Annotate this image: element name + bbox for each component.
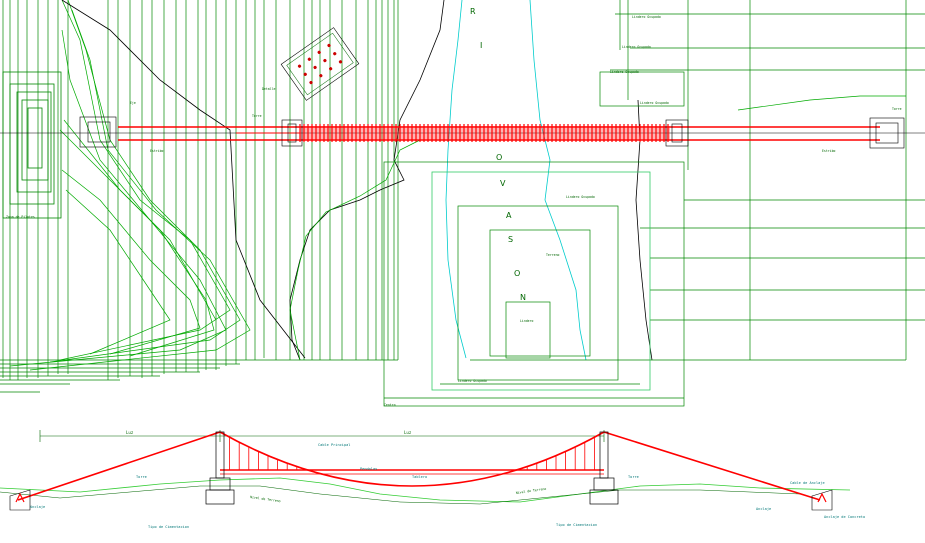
boundary-label: Lindero <box>520 319 534 323</box>
right-curve-line <box>737 95 906 111</box>
left-span-label: Luz <box>126 430 134 435</box>
left-pier-label: Torre <box>136 475 147 479</box>
far-right-note: Anclaje de Concreto <box>824 515 865 519</box>
left-boundary-lines <box>2 0 399 380</box>
left-zone-label: Zona de Pilotes <box>6 215 35 219</box>
lot-label: Lindero Ocupado <box>566 195 595 199</box>
river-letter: O <box>496 153 503 162</box>
right-tower-label: Torre <box>892 107 902 111</box>
right-abutment-label: Estribo <box>822 149 836 153</box>
river-letter: R <box>470 7 477 16</box>
foundation-right: Tipo de Cimentacion <box>556 523 597 527</box>
terrain-text-right: Nivel de Terreno <box>516 487 547 495</box>
plan-labels: Lindero Ocupado Lindero Ocupado Lindero … <box>6 15 902 407</box>
left-backstay-cable <box>17 431 221 501</box>
light-green-lot <box>431 171 651 391</box>
axis-label: Eje <box>130 101 136 105</box>
river-centerline <box>445 0 587 361</box>
river-letter: A <box>506 211 512 220</box>
ground-line-dark <box>0 485 801 505</box>
left-tower <box>205 431 235 505</box>
main-cable <box>219 431 605 487</box>
left-tower-label: Torre <box>252 114 262 118</box>
left-anchor <box>9 489 31 511</box>
detail-label: Detalle <box>262 87 276 91</box>
elevation-labels: Cable Principal Tablero Pendolas Anclaje… <box>30 443 865 529</box>
lot-label: Lindero Ocupado <box>610 70 639 74</box>
lot-label: Lindero Ocupado <box>458 379 487 383</box>
left-base-lines <box>0 359 398 393</box>
bridge-deck-plan <box>118 124 880 142</box>
lot-label: Lindero Ocupado <box>622 45 651 49</box>
terrain-label: Terreno <box>546 253 560 257</box>
river-letter: O <box>514 269 521 278</box>
pendolas-label: Pendolas <box>360 467 377 471</box>
terrain-text-left: Nivel de Terreno <box>250 495 281 503</box>
right-tower-plan <box>665 119 689 147</box>
right-anchor <box>811 489 833 511</box>
lot-label: Lindero Ocupado <box>640 101 669 105</box>
river-letter: S <box>508 235 514 244</box>
right-tower <box>589 431 619 505</box>
cable-label: Cable Principal <box>318 443 350 447</box>
river-name: R I O V A S O N <box>470 7 527 302</box>
plan-view: R I O V A S O N Lindero Ocupado Lindero … <box>0 0 925 407</box>
elevation-view: Luz Luz <box>0 430 865 529</box>
right-anchor-label: Anclaje <box>756 507 771 511</box>
river-letter: V <box>500 179 506 188</box>
hangers <box>229 437 595 470</box>
pile-detail-block <box>280 27 360 101</box>
left-tower-plan <box>281 119 303 147</box>
left-abutment-plan <box>79 116 117 148</box>
right-pier-label: Torre <box>628 475 639 479</box>
terrain-curve <box>289 139 421 361</box>
right-lot-grid <box>383 0 925 407</box>
terrain-black-lines <box>61 0 653 361</box>
foundation-left: Tipo de Cimentacion <box>148 525 189 529</box>
left-abutment-label: Estribo <box>150 149 164 153</box>
river-letter: I <box>480 41 483 50</box>
lot-label: Lindero Ocupado <box>632 15 661 19</box>
main-span-label: Luz <box>404 430 412 435</box>
deck-label: Tablero <box>412 475 427 479</box>
left-nested-square <box>2 71 62 219</box>
right-cable-note: Cable de Anclaje <box>790 481 825 485</box>
right-backstay-cable <box>603 431 821 501</box>
center-label: Centro <box>384 403 396 407</box>
ground-line <box>0 477 851 503</box>
left-anchor-label: Anclaje <box>30 505 45 509</box>
diagonal-fan-lines <box>9 0 251 371</box>
river-letter: N <box>520 293 527 302</box>
right-abutment-plan <box>869 117 905 149</box>
